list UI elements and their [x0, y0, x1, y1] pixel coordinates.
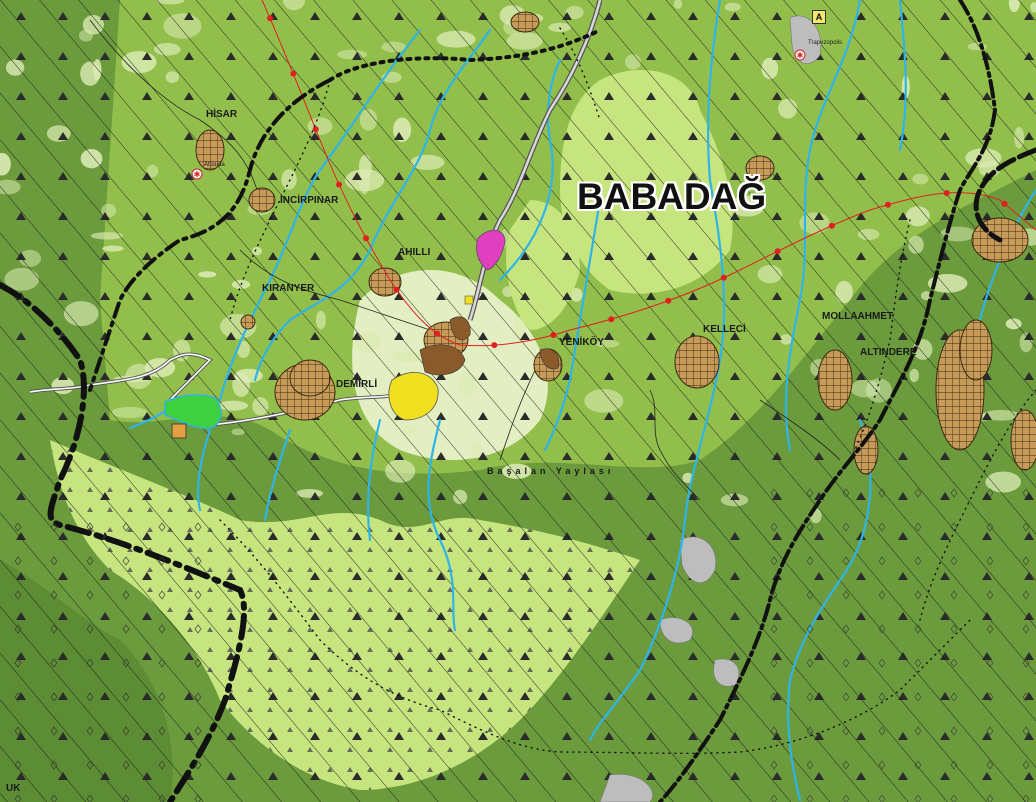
river [366, 418, 382, 542]
river [543, 198, 602, 452]
power-pole [267, 15, 274, 22]
power-pole [774, 248, 781, 255]
power-pole [665, 297, 672, 304]
river [253, 28, 492, 382]
minor-roads [89, 19, 841, 501]
highland-label: Başalan Yaylası [487, 466, 615, 476]
power-pole [434, 330, 441, 337]
settlement-area [195, 129, 225, 171]
river [263, 428, 292, 522]
industrial-zone [388, 372, 439, 421]
river [588, 0, 726, 742]
industrial-small [464, 295, 474, 305]
settlement-area [745, 155, 775, 181]
village-cores [419, 316, 560, 376]
diamond-markers [0, 480, 1036, 802]
settlement-area [853, 425, 879, 475]
power-pole [290, 70, 297, 77]
settlement-areas [195, 11, 1036, 475]
river [898, 0, 907, 152]
power-line [261, 0, 1036, 349]
river [498, 58, 562, 282]
settlement-area [817, 349, 853, 411]
power-pole [885, 201, 891, 208]
settlement-area [510, 11, 540, 33]
archaeology-badge: A [812, 10, 826, 24]
power-pole [491, 342, 498, 349]
site-label-trapezopolis: Trapezopolis [808, 40, 843, 46]
svg-text:✱: ✱ [194, 170, 201, 179]
place-label-molla-ahmet: MOLLAAHMET [822, 311, 894, 322]
settlement-area [959, 319, 993, 381]
mountain-title: BABADAĞ [577, 176, 767, 217]
power-pole [312, 126, 319, 133]
settlement-area [1010, 409, 1036, 471]
archaeological-sites: ✱ ✱ [191, 49, 806, 180]
corner-label: UK [6, 783, 21, 794]
place-label-kelleci: KELLECİ [703, 324, 746, 335]
svg-text:✱: ✱ [797, 51, 804, 60]
power-pole [720, 274, 727, 281]
settlement-area [368, 267, 402, 297]
place-label-incirpinar: İNCİRPINAR [280, 195, 339, 206]
settlement-area [248, 187, 276, 213]
river [196, 428, 212, 512]
place-label-altindere: ALTINDERE [860, 347, 917, 358]
facility-marker [171, 423, 187, 439]
place-label-kiranyer: KIRANYER [262, 283, 315, 294]
settlement-area [289, 359, 331, 397]
power-pole [393, 286, 400, 293]
power-pole [828, 222, 835, 229]
settlement-area [240, 314, 256, 330]
tourism-zone [476, 229, 506, 271]
power-pole [608, 316, 615, 323]
site-label-attouda: Attouda [204, 162, 225, 168]
place-label-hisar: HİSAR [206, 109, 238, 120]
rocky-patches [599, 15, 822, 802]
river [784, 0, 862, 452]
power-pole [1001, 200, 1008, 207]
place-label-demirli: DEMİRLİ [336, 379, 378, 390]
power-pole [943, 190, 950, 196]
settlement-area [674, 335, 720, 389]
green-water-area [164, 394, 222, 429]
place-label-yenikoy: YENİKÖY [559, 337, 605, 348]
river [427, 418, 457, 632]
place-label-ahilli: AHILLI [398, 247, 431, 258]
power-pole [363, 235, 369, 242]
river [218, 28, 422, 402]
power-pole [550, 332, 557, 338]
power-pole [336, 181, 342, 188]
